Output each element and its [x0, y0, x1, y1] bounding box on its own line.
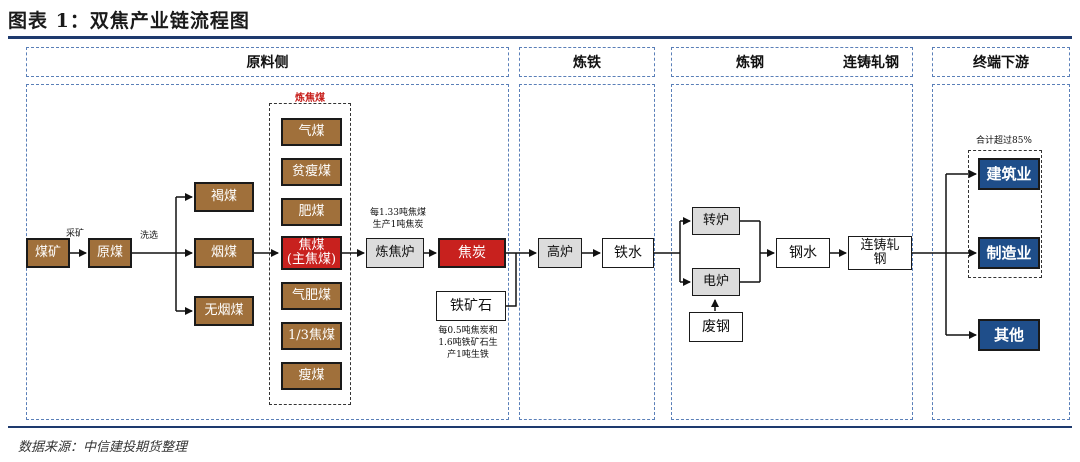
- node-anthracite: 无烟煤: [194, 296, 254, 326]
- header-steel-group: [671, 47, 913, 77]
- node-gas-coal: 气煤: [281, 118, 342, 146]
- share-group: [968, 150, 1042, 278]
- node-one-third-coking-coal: 1/3焦煤: [281, 322, 342, 350]
- header-downstream: 终端下游: [932, 47, 1070, 77]
- node-coal-mine: 煤矿: [26, 238, 70, 268]
- node-converter: 转炉: [692, 207, 740, 235]
- node-main-coking-coal: 焦煤 (主焦煤): [281, 236, 342, 270]
- node-lignite: 褐煤: [194, 182, 254, 212]
- frame-ironmaking: [519, 84, 655, 420]
- bottom-rule: [8, 426, 1072, 428]
- frame-steel: [671, 84, 913, 420]
- node-scrap-steel: 废钢: [689, 312, 743, 342]
- header-raw-materials: 原料侧: [26, 47, 509, 77]
- note-iron-ratio: 每0.5吨焦炭和 1.6吨铁矿石生 产1吨生铁: [438, 326, 498, 360]
- frame-downstream: [932, 84, 1070, 420]
- node-construction: 建筑业: [978, 158, 1040, 190]
- node-raw-coal: 原煤: [88, 238, 132, 268]
- node-molten-iron: 铁水: [602, 238, 654, 268]
- coking-coal-group-label: 炼焦煤: [295, 93, 325, 104]
- node-molten-steel: 钢水: [776, 238, 830, 268]
- share-note: 合计超过85%: [975, 136, 1032, 146]
- node-bituminous: 烟煤: [194, 238, 254, 268]
- top-rule: [8, 36, 1072, 39]
- header-steelmaking: 炼钢: [736, 55, 764, 71]
- edge-label-mining: 采矿: [66, 229, 85, 239]
- node-iron-ore: 铁矿石: [436, 291, 506, 321]
- node-coke: 焦炭: [438, 238, 506, 268]
- header-rolling: 连铸轧钢: [843, 55, 899, 71]
- node-manufacturing: 制造业: [978, 237, 1040, 269]
- edge-label-washing: 洗选: [140, 231, 159, 241]
- node-other: 其他: [978, 319, 1040, 351]
- node-fat-coal: 肥煤: [281, 198, 342, 226]
- node-electric-furnace: 电炉: [692, 268, 740, 296]
- source-note: 数据来源：中信建投期货整理: [18, 440, 188, 455]
- node-lean-poor-coal: 贫瘦煤: [281, 158, 342, 186]
- node-coke-oven: 炼焦炉: [366, 238, 424, 268]
- node-continuous-casting: 连铸轧 钢: [848, 236, 912, 270]
- node-blast-furnace: 高炉: [538, 238, 582, 268]
- header-ironmaking: 炼铁: [519, 47, 655, 77]
- node-lean-coal: 瘦煤: [281, 362, 342, 390]
- figure-title: 图表 1：双焦产业链流程图: [8, 10, 250, 32]
- node-gas-fat-coal: 气肥煤: [281, 282, 342, 310]
- note-coke-ratio: 每1.33吨焦煤 生产1吨焦炭: [369, 208, 427, 230]
- coking-coal-group: [269, 103, 351, 405]
